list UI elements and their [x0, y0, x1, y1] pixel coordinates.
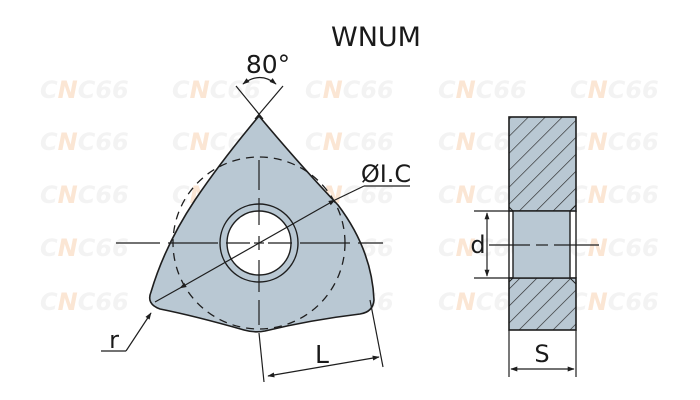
watermark-text: CNC66	[305, 76, 394, 104]
angle-label: 80°	[246, 50, 290, 79]
watermark-text: CNC66	[40, 288, 129, 316]
ic-diameter-label: ØI.C	[361, 160, 411, 188]
watermark-text: CNC66	[570, 181, 659, 209]
watermark-text: CNC66	[438, 76, 527, 104]
watermark-text: CNC66	[570, 76, 659, 104]
edge-length-label: L	[315, 340, 329, 369]
watermark-text: CNC66	[570, 128, 659, 156]
edge-length-dimension	[258, 299, 384, 383]
watermark-text: CNC66	[570, 234, 659, 262]
watermark-text: CNC66	[570, 288, 659, 316]
thickness-dimension	[508, 330, 577, 377]
corner-radius-label: r	[109, 326, 119, 354]
insert-top-view: 80° ØI.C r L	[101, 50, 411, 383]
angle-80-dimension	[235, 76, 284, 120]
diagram-title: WNUM	[331, 22, 421, 53]
section-bottom	[508, 277, 577, 331]
hole-diameter-label: d	[470, 231, 485, 259]
watermark-text: CNC66	[40, 128, 129, 156]
watermark-text: CNC66	[40, 76, 129, 104]
hole-diameter-dimension	[474, 210, 513, 279]
watermark-text: CNC66	[40, 234, 129, 262]
ic-diameter-dimension	[154, 185, 410, 303]
watermark-text: CNC66	[305, 128, 394, 156]
corner-radius-dimension	[101, 312, 152, 352]
thickness-label: S	[534, 340, 549, 368]
watermark-text: CNC66	[40, 181, 129, 209]
section-top	[508, 116, 577, 212]
insert-side-view: d S	[470, 116, 599, 377]
